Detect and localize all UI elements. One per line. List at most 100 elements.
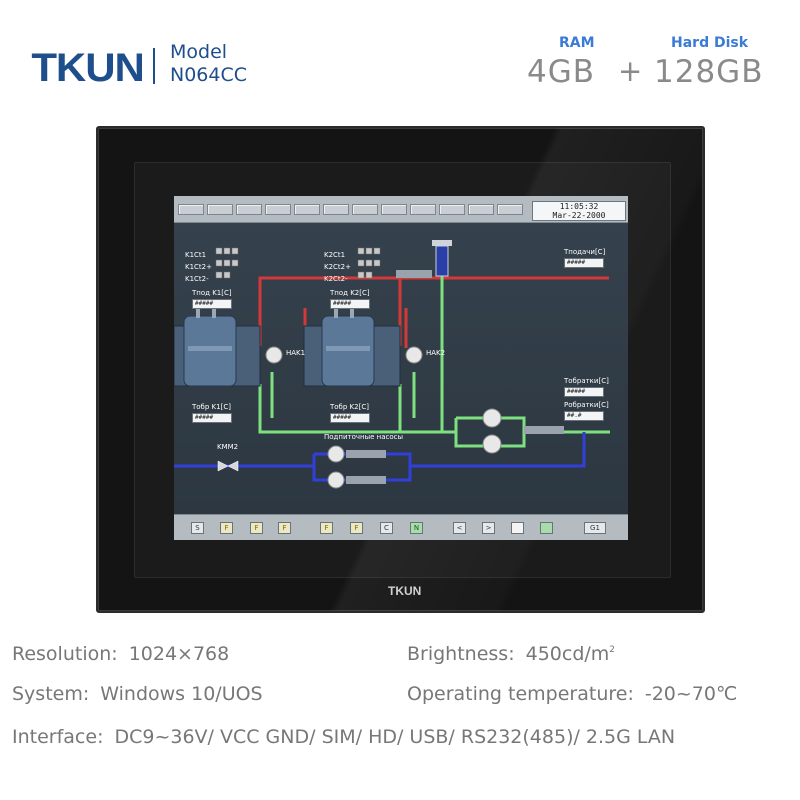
spec-brightness-label: Brightness: xyxy=(407,643,515,665)
clock-display: 11:05:32 Mar-22-2000 xyxy=(532,201,626,221)
label-k2ct2-minus: K2Ct2- xyxy=(324,275,348,283)
toolbar-button[interactable] xyxy=(265,204,291,215)
hard-disk-label: Hard Disk xyxy=(671,35,749,51)
label-makeup-pumps: Подпиточные насосы xyxy=(324,433,404,441)
nav-button-s[interactable]: S xyxy=(191,522,204,534)
label-tobr-k2: Тобр K2[C] xyxy=(330,403,369,411)
spec-temperature-label: Operating temperature: xyxy=(407,683,634,705)
nav-button-f4[interactable]: F xyxy=(320,522,333,534)
toolbar-button[interactable] xyxy=(468,204,494,215)
toolbar-button[interactable] xyxy=(207,204,233,215)
nav-button-f5[interactable]: F xyxy=(350,522,363,534)
plus-sign: + xyxy=(618,54,643,88)
spec-resolution-value: 1024×768 xyxy=(128,643,230,665)
status-indicator xyxy=(365,271,373,279)
spec-interface: Interface: DC9~36V/ VCC GND/ SIM/ HD/ USB… xyxy=(12,726,675,748)
bottom-toolbar: S F F F F F C N < > G1 xyxy=(174,514,628,540)
label-hak1: HAK1 xyxy=(286,349,306,357)
label-tobratki: Тобратки[C] xyxy=(564,377,609,385)
label-kmm2: KMM2 xyxy=(217,443,239,451)
value-tpodachi: ##### xyxy=(564,258,604,268)
toolbar-button[interactable] xyxy=(294,204,320,215)
toolbar-button[interactable] xyxy=(323,204,349,215)
label-hak2: HAK2 xyxy=(426,349,446,357)
pump-motor xyxy=(396,270,432,278)
spec-interface-label: Interface: xyxy=(12,726,104,748)
label-tobr-k1: Тобр K1[C] xyxy=(192,403,231,411)
status-indicator xyxy=(373,259,381,267)
value-tobr-k2: ##### xyxy=(330,413,370,423)
status-indicator xyxy=(357,247,365,255)
boiler-k2 xyxy=(303,308,401,387)
status-indicator xyxy=(365,247,373,255)
status-indicator xyxy=(223,259,231,267)
toolbar-button[interactable] xyxy=(439,204,465,215)
nav-button-f1[interactable]: F xyxy=(220,522,233,534)
pumps xyxy=(265,346,502,489)
circulation-pump-2 xyxy=(482,434,502,454)
spec-system-label: System: xyxy=(12,683,90,705)
label-tpodachi: Тподачи[C] xyxy=(564,248,606,256)
brand-divider xyxy=(153,48,155,84)
top-toolbar: 11:05:32 Mar-22-2000 xyxy=(174,196,628,223)
status-indicator xyxy=(215,247,223,255)
model-label: Model xyxy=(170,41,228,63)
spec-brightness: Brightness:450cd/m2 xyxy=(407,643,615,665)
spec-interface-value: DC9~36V/ VCC GND/ SIM/ HD/ USB/ RS232(48… xyxy=(114,726,676,748)
hard-disk-value: 128GB xyxy=(654,54,764,90)
toolbar-button[interactable] xyxy=(178,204,204,215)
nav-button-f2[interactable]: F xyxy=(250,522,263,534)
nav-button-next[interactable]: > xyxy=(482,522,495,534)
nav-button-prev[interactable]: < xyxy=(453,522,466,534)
nav-button-status[interactable] xyxy=(540,522,553,534)
clock-date: Mar-22-2000 xyxy=(552,211,606,220)
circulation-pump-1 xyxy=(482,408,502,428)
makeup-pump-2 xyxy=(327,471,345,489)
spec-resolution-label: Resolution: xyxy=(12,643,118,665)
label-k2ct1: K2Ct1 xyxy=(324,251,346,259)
value-tobr-k1: ##### xyxy=(192,413,232,423)
nav-button-f3[interactable]: F xyxy=(278,522,291,534)
model-code: N064CC xyxy=(170,64,248,86)
pump-motor xyxy=(346,450,386,458)
spec-temperature-value: -20~70℃ xyxy=(644,683,738,705)
value-tpod-k1: ##### xyxy=(192,299,232,309)
nav-button-n[interactable]: N xyxy=(410,522,423,534)
value-robratki: ##.# xyxy=(564,411,604,421)
status-indicator xyxy=(373,247,381,255)
value-tobratki: ##### xyxy=(564,387,604,397)
supply-pipe-main xyxy=(258,276,609,346)
status-indicator xyxy=(223,247,231,255)
nav-button-g1[interactable]: G1 xyxy=(584,522,606,534)
toolbar-button[interactable] xyxy=(381,204,407,215)
toolbar-button[interactable] xyxy=(236,204,262,215)
spec-temperature: Operating temperature: -20~70℃ xyxy=(407,683,737,705)
label-k2ct2-plus: K2Ct2+ xyxy=(324,263,351,271)
nav-button-blank[interactable] xyxy=(511,522,524,534)
status-indicator xyxy=(231,247,239,255)
pump-hak1 xyxy=(265,346,283,364)
toolbar-button[interactable] xyxy=(497,204,523,215)
spec-resolution: Resolution: 1024×768 xyxy=(12,643,229,665)
label-tpod-k2: Тпод K2[C] xyxy=(330,289,370,297)
status-indicator xyxy=(357,271,365,279)
toolbar-button[interactable] xyxy=(410,204,436,215)
process-diagram xyxy=(174,240,610,489)
label-k1ct2-minus: K1Ct2- xyxy=(185,275,209,283)
ram-value: 4GB xyxy=(527,54,596,90)
return-pipes xyxy=(258,276,610,448)
toolbar-button[interactable] xyxy=(352,204,378,215)
makeup-pump-1 xyxy=(327,445,345,463)
spec-system: System:Windows 10/UOS xyxy=(12,683,263,705)
status-indicator xyxy=(215,271,223,279)
label-k1ct2-plus: K1Ct2+ xyxy=(185,263,212,271)
ram-label: RAM xyxy=(559,35,595,51)
makeup-pipe-right xyxy=(410,432,586,468)
status-indicator xyxy=(231,259,239,267)
status-indicator xyxy=(357,259,365,267)
top-control-valve xyxy=(432,240,452,277)
nav-button-c[interactable]: C xyxy=(380,522,393,534)
label-robratki: Робратки[C] xyxy=(564,401,609,409)
boiler-k1 xyxy=(174,308,261,387)
status-indicator xyxy=(215,259,223,267)
